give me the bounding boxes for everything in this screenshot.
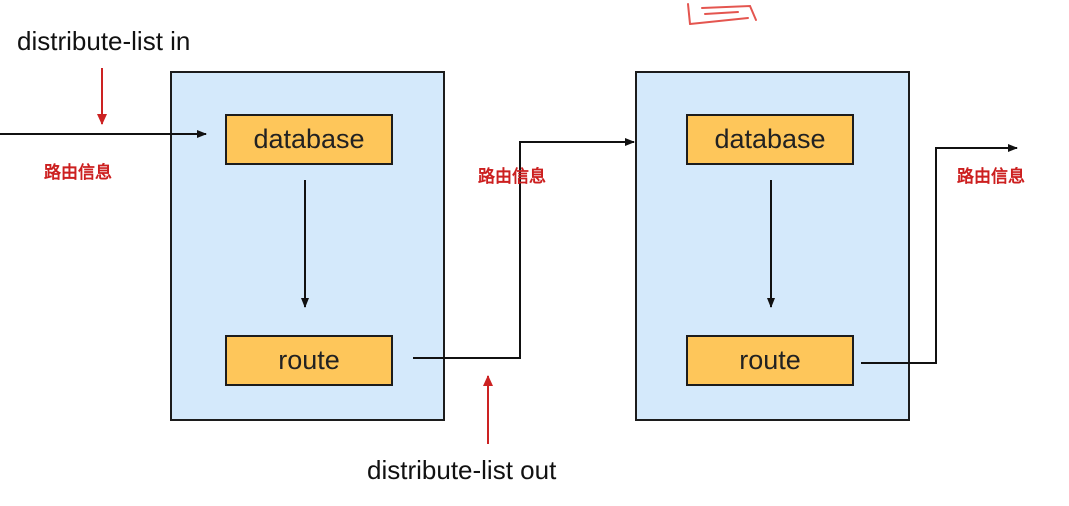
router-2-database-block: [686, 114, 854, 165]
routing-info-label-2: 路由信息: [478, 167, 546, 186]
router-1-route-block: [225, 335, 393, 386]
routing-info-label-3: 路由信息: [957, 167, 1025, 186]
router-2-route-block: [686, 335, 854, 386]
router-1-route-label: route: [278, 345, 340, 375]
outgoing-routing-arrow: [861, 144, 1018, 364]
distribute-list-in-label: distribute-list in: [17, 26, 191, 56]
inter-router-connector: [413, 138, 635, 359]
router-1-database-block: [225, 114, 393, 165]
router-2-database-label: database: [714, 124, 826, 154]
handwritten-annotation: [687, 3, 757, 25]
router-2-route-label: route: [739, 345, 801, 375]
distribute-list-out-label: distribute-list out: [367, 455, 557, 485]
routing-info-label-1: 路由信息: [44, 163, 112, 182]
router-1-database-label: database: [253, 124, 365, 154]
